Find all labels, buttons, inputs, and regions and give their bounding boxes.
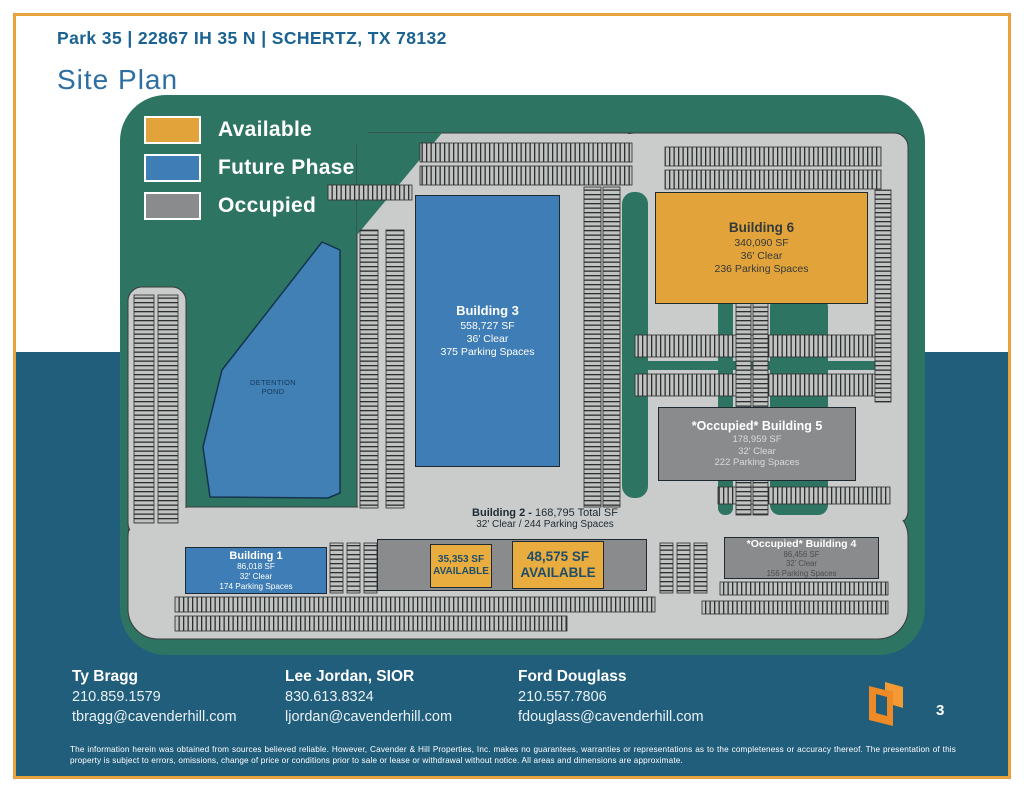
legend-label: Occupied — [218, 194, 317, 217]
legend-swatch-future-phase — [144, 154, 201, 182]
building-6: Building 6 340,090 SF 36' Clear 236 Park… — [655, 192, 868, 304]
cavender-hill-logo-icon — [869, 682, 903, 726]
contact-phone: 210.859.1579 — [72, 689, 161, 705]
property-address-header: Park 35 | 22867 IH 35 N | SCHERTZ, TX 78… — [57, 28, 447, 48]
legend-label: Future Phase — [218, 156, 355, 179]
contact-lee-jordan: Lee Jordan, SIOR 830.613.8324 ljordan@ca… — [285, 667, 452, 727]
legend-item-available: Available — [144, 111, 355, 149]
contact-phone: 210.557.7806 — [518, 689, 607, 705]
legend: Available Future Phase Occupied — [144, 111, 355, 225]
building-2-specs: 32' Clear / 244 Parking Spaces — [476, 519, 614, 530]
contact-name: Lee Jordan, SIOR — [285, 668, 415, 685]
page-title: Site Plan — [57, 64, 179, 95]
contact-email[interactable]: fdouglass@cavenderhill.com — [518, 709, 704, 725]
building-2-total-sf: 168,795 Total SF — [531, 507, 618, 519]
contact-name: Ty Bragg — [72, 668, 139, 685]
legend-label: Available — [218, 118, 313, 141]
page-number: 3 — [936, 702, 945, 719]
detention-pond-label: DETENTION POND — [249, 378, 297, 396]
building-3: Building 3 558,727 SF 36' Clear 375 Park… — [415, 195, 560, 467]
contact-ty-bragg: Ty Bragg 210.859.1579 tbragg@cavenderhil… — [72, 667, 237, 727]
building-2-label: Building 2 - 168,795 Total SF 32' Clear … — [440, 507, 650, 530]
legend-item-occupied: Occupied — [144, 187, 355, 225]
contact-name: Ford Douglass — [518, 668, 627, 685]
building-4: *Occupied* Building 4 86,456 SF 32' Clea… — [724, 537, 879, 579]
building-2-suite-available-2: 48,575 SF AVAILABLE — [512, 541, 604, 589]
contact-email[interactable]: tbragg@cavenderhill.com — [72, 709, 237, 725]
legend-item-future-phase: Future Phase — [144, 149, 355, 187]
detention-pond — [202, 241, 341, 499]
site-plan-panel: Available Future Phase Occupied DETENTIO… — [120, 95, 925, 655]
contact-email[interactable]: ljordan@cavenderhill.com — [285, 709, 453, 725]
building-2-suite-available-1: 35,353 SF AVAILABLE — [430, 544, 492, 588]
contact-phone: 830.613.8324 — [285, 689, 374, 705]
disclaimer-text: The information herein was obtained from… — [70, 745, 956, 765]
contact-ford-douglass: Ford Douglass 210.557.7806 fdouglass@cav… — [518, 667, 704, 727]
legend-swatch-occupied — [144, 192, 201, 220]
building-1: Building 1 86,018 SF 32' Clear 174 Parki… — [185, 547, 327, 594]
building-5: *Occupied* Building 5 178,959 SF 32' Cle… — [658, 407, 856, 481]
legend-swatch-available — [144, 116, 201, 144]
building-2-name: Building 2 - — [472, 507, 532, 519]
